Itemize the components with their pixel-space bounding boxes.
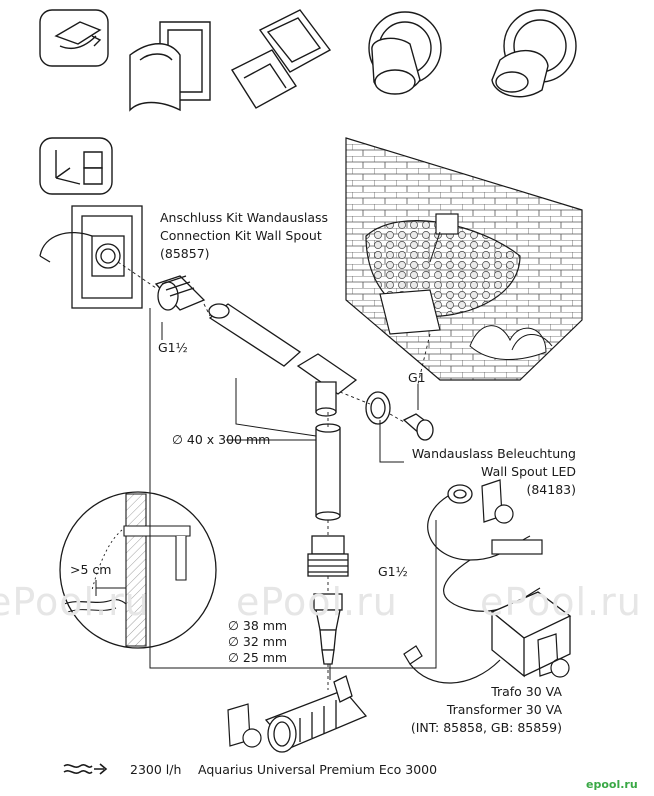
led-spotlight: [447, 484, 473, 504]
brand-mark: epool.ru: [586, 778, 638, 791]
hose-size-label: ∅ 38 mm: [228, 618, 288, 633]
thread-label-g1-5-top: G1½: [158, 340, 188, 355]
transformer-label-line2: Transformer 30 VA: [446, 702, 562, 717]
led-label-line1: Wandauslass Beleuchtung: [411, 446, 576, 461]
spout-variant-square-angled: [230, 9, 332, 109]
threaded-adapter-top: [154, 275, 206, 311]
spout-variant-round-front: [368, 11, 442, 95]
g1-plug: [402, 413, 434, 441]
kit-label-line1: Anschluss Kit Wandauslass: [160, 210, 329, 225]
watermark: ePool.ru: [0, 580, 150, 624]
thread-label-g1: G1: [408, 370, 426, 385]
assembly-axis: [117, 261, 431, 690]
threaded-adapter-lower: [307, 535, 349, 577]
flow-rate-icon: [63, 763, 108, 775]
pump-unit: [264, 675, 368, 753]
spout-mounting-plate: [39, 205, 143, 309]
manual-icon-led: [481, 479, 514, 524]
hose-size-label: ∅ 25 mm: [228, 650, 288, 665]
install-in-wall-icon: [39, 9, 109, 67]
led-label-line2: Wall Spout LED: [481, 464, 576, 479]
pipe-size-label: ∅ 40 x 300 mm: [172, 432, 271, 447]
hose-size-label: ∅ 32 mm: [228, 634, 288, 649]
stepped-hose-tail: [313, 593, 343, 665]
transformer-label-line1: Trafo 30 VA: [491, 684, 562, 699]
transformer-label-line3: (INT: 85858, GB: 85859): [410, 720, 562, 735]
watermark: ePool.ru: [480, 580, 642, 624]
led-label-line3: (84183): [526, 482, 576, 497]
top-icon-row: [39, 9, 577, 112]
pipe-segment-vertical: [315, 423, 341, 521]
manual-icon-transformer: [537, 633, 570, 678]
leader-lines: [149, 308, 437, 680]
spout-variant-round-side: [491, 9, 577, 98]
orientation-axes-icon: [39, 137, 113, 195]
t-connector: [296, 353, 358, 417]
lamp-coupling: [365, 391, 391, 425]
manual-icon-pump: [227, 703, 262, 748]
pipe-segment-upper: [208, 303, 302, 367]
pump-flow-rate: 2300 l/h: [130, 762, 182, 777]
watermark: ePool.ru: [236, 580, 398, 624]
distance-label: >5 cm: [70, 562, 112, 577]
kit-label-line2: Connection Kit Wall Spout: [160, 228, 322, 243]
pump-model-name: Aquarius Universal Premium Eco 3000: [198, 762, 438, 777]
plant-icon: [469, 325, 553, 360]
wall-pond-scene: [345, 137, 583, 381]
thread-label-g1-5-lower: G1½: [378, 564, 408, 579]
transformer: [490, 591, 572, 678]
wall-section-detail: [59, 491, 217, 649]
kit-label-line3: (85857): [160, 246, 210, 261]
mains-cable: [403, 645, 501, 684]
spout-variant-square-front: [129, 21, 211, 112]
